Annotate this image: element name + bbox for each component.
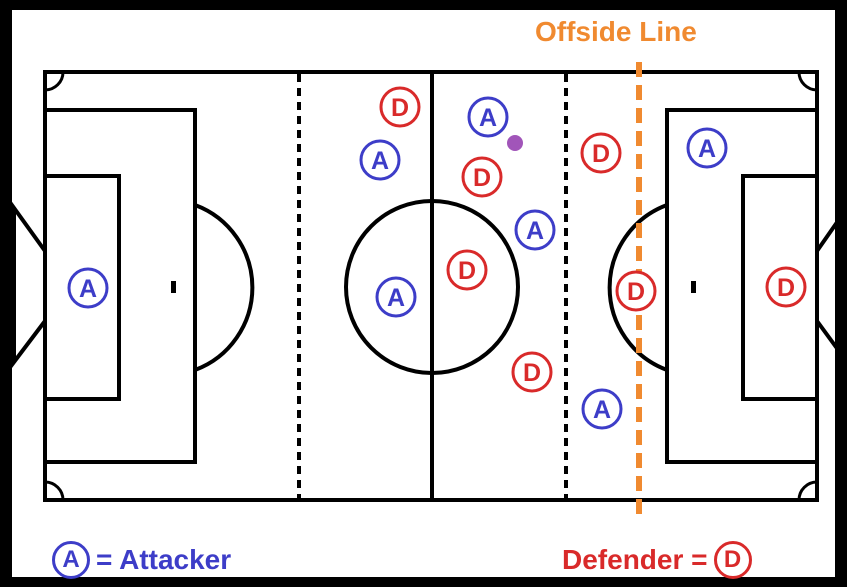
defender-label: D (458, 257, 476, 285)
attacker-legend: A= Attacker (52, 540, 232, 579)
defender-legend-text: Defender = (562, 544, 708, 575)
defender-marker: D (461, 156, 503, 198)
right-penalty-spot (691, 281, 696, 293)
defender-marker: D (580, 132, 622, 174)
defender-label: D (592, 140, 610, 168)
offside-line-title: Offside Line (535, 16, 697, 47)
attacker-marker: A (686, 127, 728, 169)
defender-marker: D (379, 86, 421, 128)
left-goal (12, 201, 47, 368)
attacker-label: A (526, 217, 544, 245)
defender-label: D (777, 274, 795, 302)
attacker-label: A (479, 104, 497, 132)
defender-marker: D (615, 270, 657, 312)
attacker-marker: A (67, 267, 109, 309)
defender-marker: D (511, 351, 553, 393)
attacker-legend-symbol: A (52, 540, 90, 579)
attacker-marker: A (514, 209, 556, 251)
attacker-label: A (371, 147, 389, 175)
defender-marker: D (765, 266, 807, 308)
attacker-label: A (79, 275, 97, 303)
attacker-marker: A (375, 276, 417, 318)
left-goal-area (43, 174, 121, 401)
diagram-frame (12, 10, 835, 577)
attacker-label: A (387, 284, 405, 312)
players-layer: A A A A A A A D (67, 86, 807, 430)
ball (507, 135, 523, 151)
defender-label: D (473, 164, 491, 192)
defender-label: D (391, 94, 409, 122)
left-penalty-spot (171, 281, 176, 293)
defender-legend: Defender =D (562, 540, 752, 579)
attacker-label: A (698, 135, 716, 163)
defender-label: D (523, 359, 541, 387)
attacker-label: A (593, 396, 611, 424)
defender-marker: D (446, 249, 488, 291)
right-goal-area (741, 174, 819, 401)
center-circle (344, 199, 520, 375)
corner-arc-top-right (797, 71, 818, 92)
defender-legend-symbol: D (713, 540, 752, 579)
left-penalty-arc (194, 203, 255, 372)
attacker-legend-text: = Attacker (96, 544, 232, 575)
defender-label: D (627, 278, 645, 306)
right-goal (815, 204, 847, 366)
corner-arc-top-left (44, 71, 65, 92)
attacker-marker: A (581, 388, 623, 430)
corner-arc-bottom-right (797, 480, 818, 501)
corner-arc-bottom-left (44, 480, 65, 501)
attacker-marker: A (359, 139, 401, 181)
attacker-marker: A (467, 96, 509, 138)
right-penalty-arc (607, 203, 668, 372)
